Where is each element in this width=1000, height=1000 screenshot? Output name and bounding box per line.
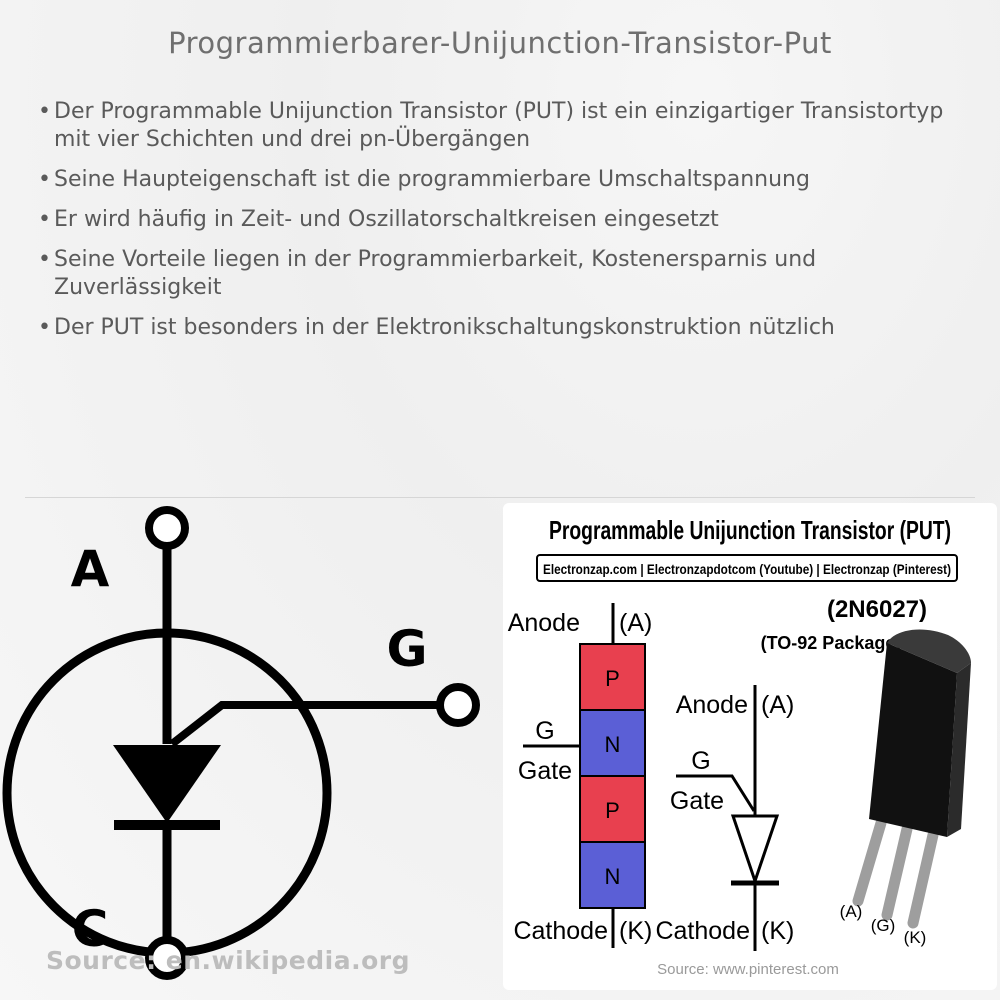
cathode-terminal (145, 936, 189, 980)
package-part-number: (2N6027) (827, 596, 927, 623)
layers-gate-g: G (535, 717, 554, 745)
panel-heading: Programmable Unijunction Transistor (PUT… (549, 515, 951, 545)
label-a: A (71, 540, 110, 598)
package-body-side (947, 663, 971, 837)
pin-g-label: (G) (871, 916, 896, 935)
pin-a-label: (A) (840, 902, 863, 921)
layers-anode-label: Anode (508, 609, 580, 637)
layer-p2 (579, 775, 646, 843)
put-info-panel: Programmable Unijunction Transistor (PUT… (503, 503, 997, 990)
layer-p2-label: P (605, 798, 620, 823)
bullet-item: •Seine Haupteigenschaft ist die programm… (38, 167, 810, 192)
layers-cathode-label: Cathode (513, 917, 608, 945)
pin-a (852, 817, 887, 907)
layers-gate-word: Gate (518, 757, 572, 785)
panel-source-credit: Source: www.pinterest.com (657, 961, 839, 978)
put-symbol-diagram: A G C (2, 506, 480, 980)
bullet-item: •Der PUT ist besonders in der Elektronik… (38, 315, 835, 340)
label-g: G (386, 620, 427, 678)
anode-terminal (145, 506, 189, 550)
bullet-dot: • (38, 247, 51, 272)
layer-p1-label: P (605, 666, 620, 691)
credits-box (536, 554, 958, 582)
gate-lead (169, 701, 440, 748)
package-type: (TO-92 Package) (761, 633, 902, 653)
bullet-item: •Seine Vorteile liegen in der Programmie… (38, 247, 817, 300)
package-body-front (869, 643, 957, 837)
symbol-anode-tag: (A) (761, 691, 794, 719)
left-source-credit: Source: en.wikipedia.org (46, 946, 410, 975)
diode-triangle (113, 745, 221, 823)
symbol-diode-triangle (730, 814, 780, 886)
panel-credits: Electronzap.com | Electronzapdotcom (You… (543, 561, 951, 577)
layers-anode-tag: (A) (619, 609, 652, 637)
page-title: Programmierbarer-Unijunction-Transistor-… (168, 26, 832, 60)
bullet-dot: • (38, 207, 51, 232)
layer-n1-label: N (605, 732, 621, 757)
pin-k (907, 829, 939, 929)
pin-k-label: (K) (904, 928, 927, 947)
gate-terminal (436, 683, 480, 727)
symbol-gate-lead (676, 774, 756, 812)
package-body-top (887, 629, 971, 673)
layer-n2 (579, 841, 646, 909)
put-info-graphic: Programmable Unijunction Transistor (PUT… (508, 515, 971, 978)
pin-g (881, 823, 913, 921)
section-divider (25, 497, 975, 498)
symbol-cathode-label: Cathode (655, 917, 750, 945)
symbol-gate-g: G (691, 747, 710, 775)
symbol-gate-word: Gate (670, 787, 724, 815)
bullet-list: •Der Programmable Unijunction Transistor… (38, 98, 968, 354)
bullet-item: •Der Programmable Unijunction Transistor… (38, 99, 944, 152)
bullet-dot: • (38, 167, 51, 192)
bullet-dot: • (38, 315, 51, 340)
label-c: C (72, 900, 109, 958)
bullet-dot: • (38, 99, 51, 124)
layer-n1 (579, 709, 646, 777)
symbol-anode-label: Anode (676, 691, 748, 719)
layers-cathode-tag: (K) (619, 917, 652, 945)
layer-p1 (579, 643, 646, 711)
bullet-item: •Er wird häufig in Zeit- und Oszillators… (38, 207, 719, 232)
symbol-cathode-tag: (K) (761, 917, 794, 945)
layer-n2-label: N (605, 864, 621, 889)
